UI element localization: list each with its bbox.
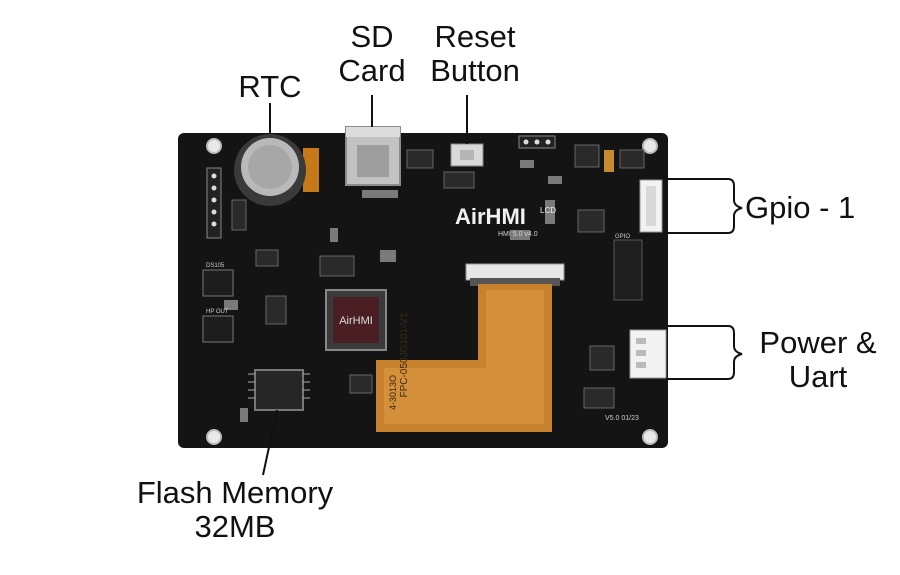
flex-ribbon: FPC-050JG101-V1 4-3013O: [376, 284, 552, 432]
chip-logo: AirHMI: [339, 315, 373, 327]
main-processor-chip: AirHMI: [325, 289, 387, 351]
rtc-label: RTC: [238, 69, 302, 104]
flash-leader-line: [262, 409, 278, 476]
power-uart-connector: [629, 329, 667, 379]
fpc-code: 4-3013O: [388, 375, 398, 410]
board-version: V5.0 01/23: [605, 415, 639, 422]
sd-card-label: SD Card: [338, 19, 406, 88]
reset-button-label: Reset Button: [430, 19, 520, 88]
board-logo-sup: LCD: [540, 206, 556, 215]
silk-ds: DS105: [206, 263, 225, 269]
gpio-brace: [666, 178, 743, 234]
power-brace: [666, 325, 743, 380]
mount-hole: [642, 429, 658, 445]
smd-components: [224, 144, 645, 422]
pin-header-top: [518, 135, 556, 149]
rtc-battery: [234, 134, 319, 206]
mount-hole: [642, 138, 658, 154]
lcd-connector: [465, 263, 565, 286]
board-model: HMI 5.0 v4.0: [498, 231, 538, 238]
silk-gpio: GPIO: [615, 234, 630, 240]
fpc-text: FPC-050JG101-V1: [399, 312, 410, 397]
mount-hole: [206, 429, 222, 445]
flash-memory-label: Flash Memory 32MB: [136, 475, 334, 544]
board-logo: AirHMI: [455, 204, 526, 229]
power-uart-label: Power & Uart: [759, 325, 877, 394]
flash-memory-chip: [248, 369, 310, 411]
audio-jacks: [202, 269, 234, 343]
sd-card-slot: [345, 126, 401, 186]
pin-header-left: [206, 167, 222, 239]
gpio-connector: [639, 179, 663, 233]
mount-hole: [206, 138, 222, 154]
board-silkscreen: AirHMI LCD HMI 5.0 v4.0 V5.0 01/23 DS105…: [206, 204, 639, 422]
silk-hp: HP OUT: [206, 309, 229, 315]
callout-lines: [262, 95, 743, 476]
gpio-label: Gpio - 1: [745, 190, 856, 225]
reset-button-component: [450, 143, 484, 167]
